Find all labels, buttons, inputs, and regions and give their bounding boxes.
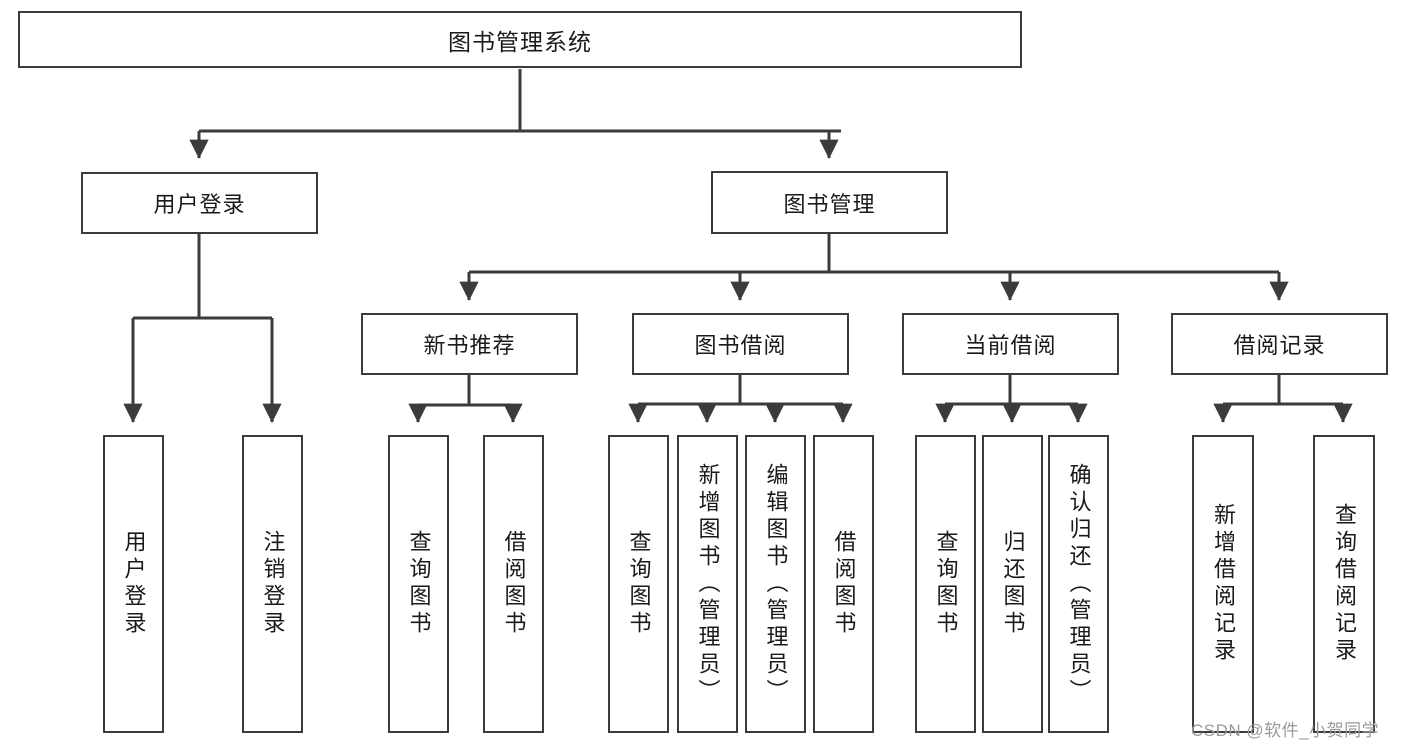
leaf-book-borrow-add[interactable]: 新增图书（管理员） <box>677 435 738 733</box>
node-new-book-recommend[interactable]: 新书推荐 <box>361 313 578 375</box>
node-borrow-record[interactable]: 借阅记录 <box>1171 313 1388 375</box>
leaf-label: 归还图书 <box>1000 530 1026 638</box>
leaf-label: 确认归还（管理员） <box>1066 462 1092 706</box>
leaf-label: 注销登录 <box>260 530 286 638</box>
leaf-new-book-query[interactable]: 查询图书 <box>388 435 449 733</box>
leaf-current-borrow-query[interactable]: 查询图书 <box>915 435 976 733</box>
node-user-login[interactable]: 用户登录 <box>81 172 318 234</box>
leaf-label: 查询图书 <box>933 530 959 638</box>
leaf-user-login-logout[interactable]: 注销登录 <box>242 435 303 733</box>
leaf-label: 查询借阅记录 <box>1332 503 1357 665</box>
leaf-label: 查询图书 <box>406 530 432 638</box>
leaf-label: 编辑图书（管理员） <box>763 462 789 706</box>
leaf-book-borrow-borrow[interactable]: 借阅图书 <box>813 435 874 733</box>
node-book-manage[interactable]: 图书管理 <box>711 171 948 234</box>
node-root-system[interactable]: 图书管理系统 <box>18 11 1022 68</box>
leaf-user-login-login[interactable]: 用户登录 <box>103 435 164 733</box>
node-book-borrow-label: 图书借阅 <box>694 333 787 358</box>
leaf-label: 借阅图书 <box>501 530 527 638</box>
node-book-manage-label: 图书管理 <box>783 191 876 217</box>
leaf-current-borrow-return[interactable]: 归还图书 <box>982 435 1043 733</box>
node-book-borrow[interactable]: 图书借阅 <box>632 313 849 375</box>
leaf-new-book-borrow[interactable]: 借阅图书 <box>483 435 544 733</box>
node-borrow-record-label: 借阅记录 <box>1233 333 1326 358</box>
leaf-borrow-record-query[interactable]: 查询借阅记录 <box>1313 435 1375 733</box>
node-user-login-label: 用户登录 <box>153 192 246 217</box>
node-root-label: 图书管理系统 <box>448 28 592 55</box>
leaf-borrow-record-add[interactable]: 新增借阅记录 <box>1192 435 1254 733</box>
leaf-label: 用户登录 <box>121 530 147 638</box>
leaf-label: 借阅图书 <box>831 530 857 638</box>
node-new-book-recommend-label: 新书推荐 <box>423 333 516 358</box>
leaf-book-borrow-edit[interactable]: 编辑图书（管理员） <box>745 435 806 733</box>
node-current-borrow-label: 当前借阅 <box>964 333 1057 358</box>
leaf-label: 新增图书（管理员） <box>695 462 721 706</box>
leaf-label: 查询图书 <box>626 530 652 638</box>
node-current-borrow[interactable]: 当前借阅 <box>902 313 1119 375</box>
csdn-watermark: CSDN @软件_小贺同学 <box>1191 721 1380 740</box>
leaf-label: 新增借阅记录 <box>1211 503 1236 665</box>
leaf-current-borrow-confirm-return[interactable]: 确认归还（管理员） <box>1048 435 1109 733</box>
leaf-book-borrow-query[interactable]: 查询图书 <box>608 435 669 733</box>
